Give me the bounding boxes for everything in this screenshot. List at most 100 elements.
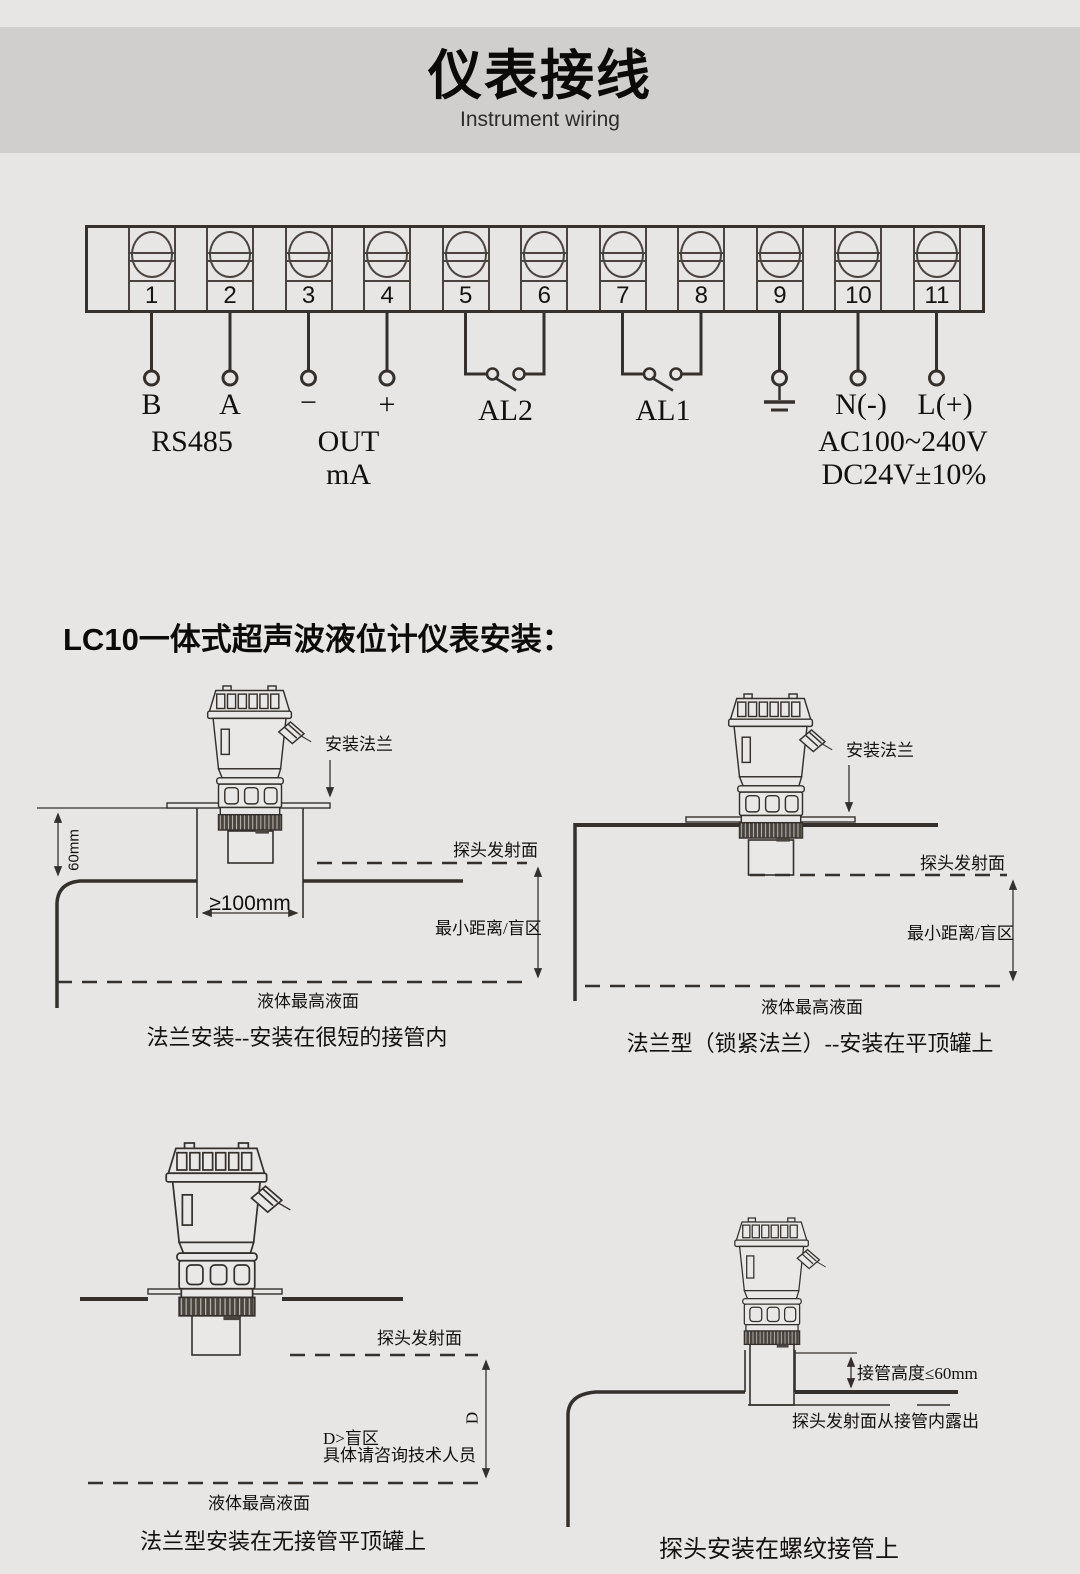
screw-slot-line bbox=[365, 252, 410, 254]
installation-diagram-2-drawing bbox=[573, 693, 1018, 1001]
screw-head-icon bbox=[287, 231, 330, 278]
page-subtitle: Instrument wiring bbox=[460, 107, 620, 131]
installation-diagram-4: 接管高度≤60mm 探头发射面从接管内露出 探头安装在螺纹接管上 bbox=[550, 1150, 1080, 1574]
screw-slot-line bbox=[443, 260, 488, 262]
terminal-cell-9: 9 bbox=[755, 228, 804, 310]
terminal-cell-7: 7 bbox=[598, 228, 647, 310]
screw-head-icon bbox=[523, 231, 566, 278]
terminal-cell-4: 4 bbox=[363, 228, 412, 310]
label-min-distance: 最小距离/盲区 bbox=[907, 924, 1014, 943]
terminal-label-l: L(+) bbox=[917, 388, 973, 421]
label-nozzle-height: 接管高度≤60mm bbox=[857, 1364, 978, 1383]
label-d-note: D>盲区 bbox=[323, 1429, 379, 1448]
screw-head-icon bbox=[209, 231, 252, 278]
terminal-cell-5: 5 bbox=[441, 228, 490, 310]
earth-ground-icon bbox=[764, 385, 795, 412]
screw-slot-line bbox=[129, 260, 174, 262]
label-mounting-flange: 安装法兰 bbox=[846, 741, 914, 760]
screw-head-icon bbox=[130, 231, 173, 278]
terminal-cell-2: 2 bbox=[206, 228, 255, 310]
terminal-label-al1: AL1 bbox=[635, 394, 691, 427]
relay-switch-al2-icon bbox=[485, 367, 526, 392]
label-rs485: RS485 bbox=[151, 425, 233, 458]
screw-head-icon bbox=[837, 231, 880, 278]
screw-slot-line bbox=[443, 252, 488, 254]
screw-slot-line bbox=[679, 260, 724, 262]
label-max-liquid: 液体最高液面 bbox=[208, 1494, 310, 1513]
screw-slot-line bbox=[129, 252, 174, 254]
screw-slot-line bbox=[757, 252, 802, 254]
label-nozzle-width: ≥100mm bbox=[209, 892, 291, 915]
label-max-liquid: 液体最高液面 bbox=[761, 998, 863, 1017]
installation-diagram-1-drawing bbox=[37, 685, 543, 1008]
terminal-number: 10 bbox=[836, 280, 881, 310]
terminal-number: 5 bbox=[443, 280, 488, 310]
terminal-block: 1 2 3 4 5 6 7 8 9 10 11 bbox=[85, 225, 985, 313]
relay-switch-al1-icon bbox=[642, 367, 683, 392]
label-dc-range: DC24V±10% bbox=[821, 458, 987, 491]
installation-diagram-1: 安装法兰 探头发射面 最小距离/盲区 液体最高液面 ≥100mm 60mm 法兰… bbox=[30, 670, 550, 1060]
screw-head-icon bbox=[916, 231, 958, 278]
screw-slot-line bbox=[365, 260, 410, 262]
installation-diagram-2: 安装法兰 探头发射面 最小距离/盲区 液体最高液面 法兰型（锁紧法兰）--安装在… bbox=[550, 670, 1080, 1060]
label-mounting-flange: 安装法兰 bbox=[325, 735, 393, 754]
terminal-label-al2: AL2 bbox=[478, 394, 533, 427]
screw-slot-line bbox=[915, 252, 959, 254]
screw-head-icon bbox=[601, 231, 644, 278]
screw-head-icon bbox=[366, 231, 409, 278]
terminal-cell-8: 8 bbox=[677, 228, 726, 310]
screw-slot-line bbox=[915, 260, 959, 262]
label-consult-note: 具体请咨询技术人员 bbox=[323, 1446, 476, 1465]
screw-head-icon bbox=[680, 231, 723, 278]
diagram-1-caption: 法兰安装--安装在很短的接管内 bbox=[146, 1025, 448, 1050]
label-out: OUT bbox=[317, 425, 380, 458]
screw-slot-line bbox=[522, 252, 567, 254]
terminal-number: 8 bbox=[679, 280, 724, 310]
section-title: LC10一体式超声波液位计仪表安装： bbox=[63, 621, 573, 657]
header-band: 仪表接线 Instrument wiring bbox=[0, 27, 1080, 153]
terminal-label-a: A bbox=[219, 388, 241, 421]
screw-slot-line bbox=[208, 260, 253, 262]
label-min-distance: 最小距离/盲区 bbox=[435, 919, 542, 938]
screw-slot-line bbox=[679, 252, 724, 254]
label-max-liquid: 液体最高液面 bbox=[257, 992, 359, 1011]
screw-slot-line bbox=[600, 252, 645, 254]
terminal-number: 11 bbox=[915, 280, 959, 310]
screw-slot-line bbox=[522, 260, 567, 262]
terminal-cell-10: 10 bbox=[834, 228, 883, 310]
installation-diagram-4-drawing bbox=[566, 1217, 958, 1527]
label-probe-face: 探头发射面 bbox=[453, 841, 538, 860]
terminal-number: 1 bbox=[129, 280, 174, 310]
terminal-label-b: B bbox=[141, 388, 162, 421]
diagram-4-caption: 探头安装在螺纹接管上 bbox=[659, 1537, 899, 1563]
screw-slot-line bbox=[286, 260, 331, 262]
label-ma: mA bbox=[326, 458, 371, 491]
screw-slot-line bbox=[836, 252, 881, 254]
installation-diagram-3-drawing bbox=[80, 1142, 491, 1485]
terminal-number: 2 bbox=[208, 280, 253, 310]
page-title: 仪表接线 bbox=[428, 46, 652, 107]
label-probe-face: 探头发射面 bbox=[920, 854, 1005, 873]
terminal-cell-3: 3 bbox=[284, 228, 333, 310]
terminal-cell-6: 6 bbox=[520, 228, 569, 310]
wiring-lines bbox=[143, 313, 945, 412]
screw-slot-line bbox=[600, 260, 645, 262]
terminal-number: 7 bbox=[600, 280, 645, 310]
screw-slot-line bbox=[208, 252, 253, 254]
terminal-number: 4 bbox=[365, 280, 410, 310]
label-probe-exposed-note: 探头发射面从接管内露出 bbox=[792, 1412, 979, 1431]
screw-slot-line bbox=[757, 260, 802, 262]
screw-slot-line bbox=[286, 252, 331, 254]
terminal-number: 6 bbox=[522, 280, 567, 310]
label-ac-range: AC100~240V bbox=[818, 425, 988, 458]
diagram-2-caption: 法兰型（锁紧法兰）--安装在平顶罐上 bbox=[626, 1031, 994, 1056]
terminal-label-plus: + bbox=[378, 388, 396, 421]
screw-head-icon bbox=[444, 231, 487, 278]
terminal-number: 9 bbox=[757, 280, 802, 310]
screw-slot-line bbox=[836, 260, 881, 262]
label-probe-face: 探头发射面 bbox=[377, 1329, 462, 1348]
label-nozzle-height-60: 60mm bbox=[65, 829, 83, 871]
terminal-number: 3 bbox=[286, 280, 331, 310]
terminal-label-minus: − bbox=[300, 386, 317, 419]
